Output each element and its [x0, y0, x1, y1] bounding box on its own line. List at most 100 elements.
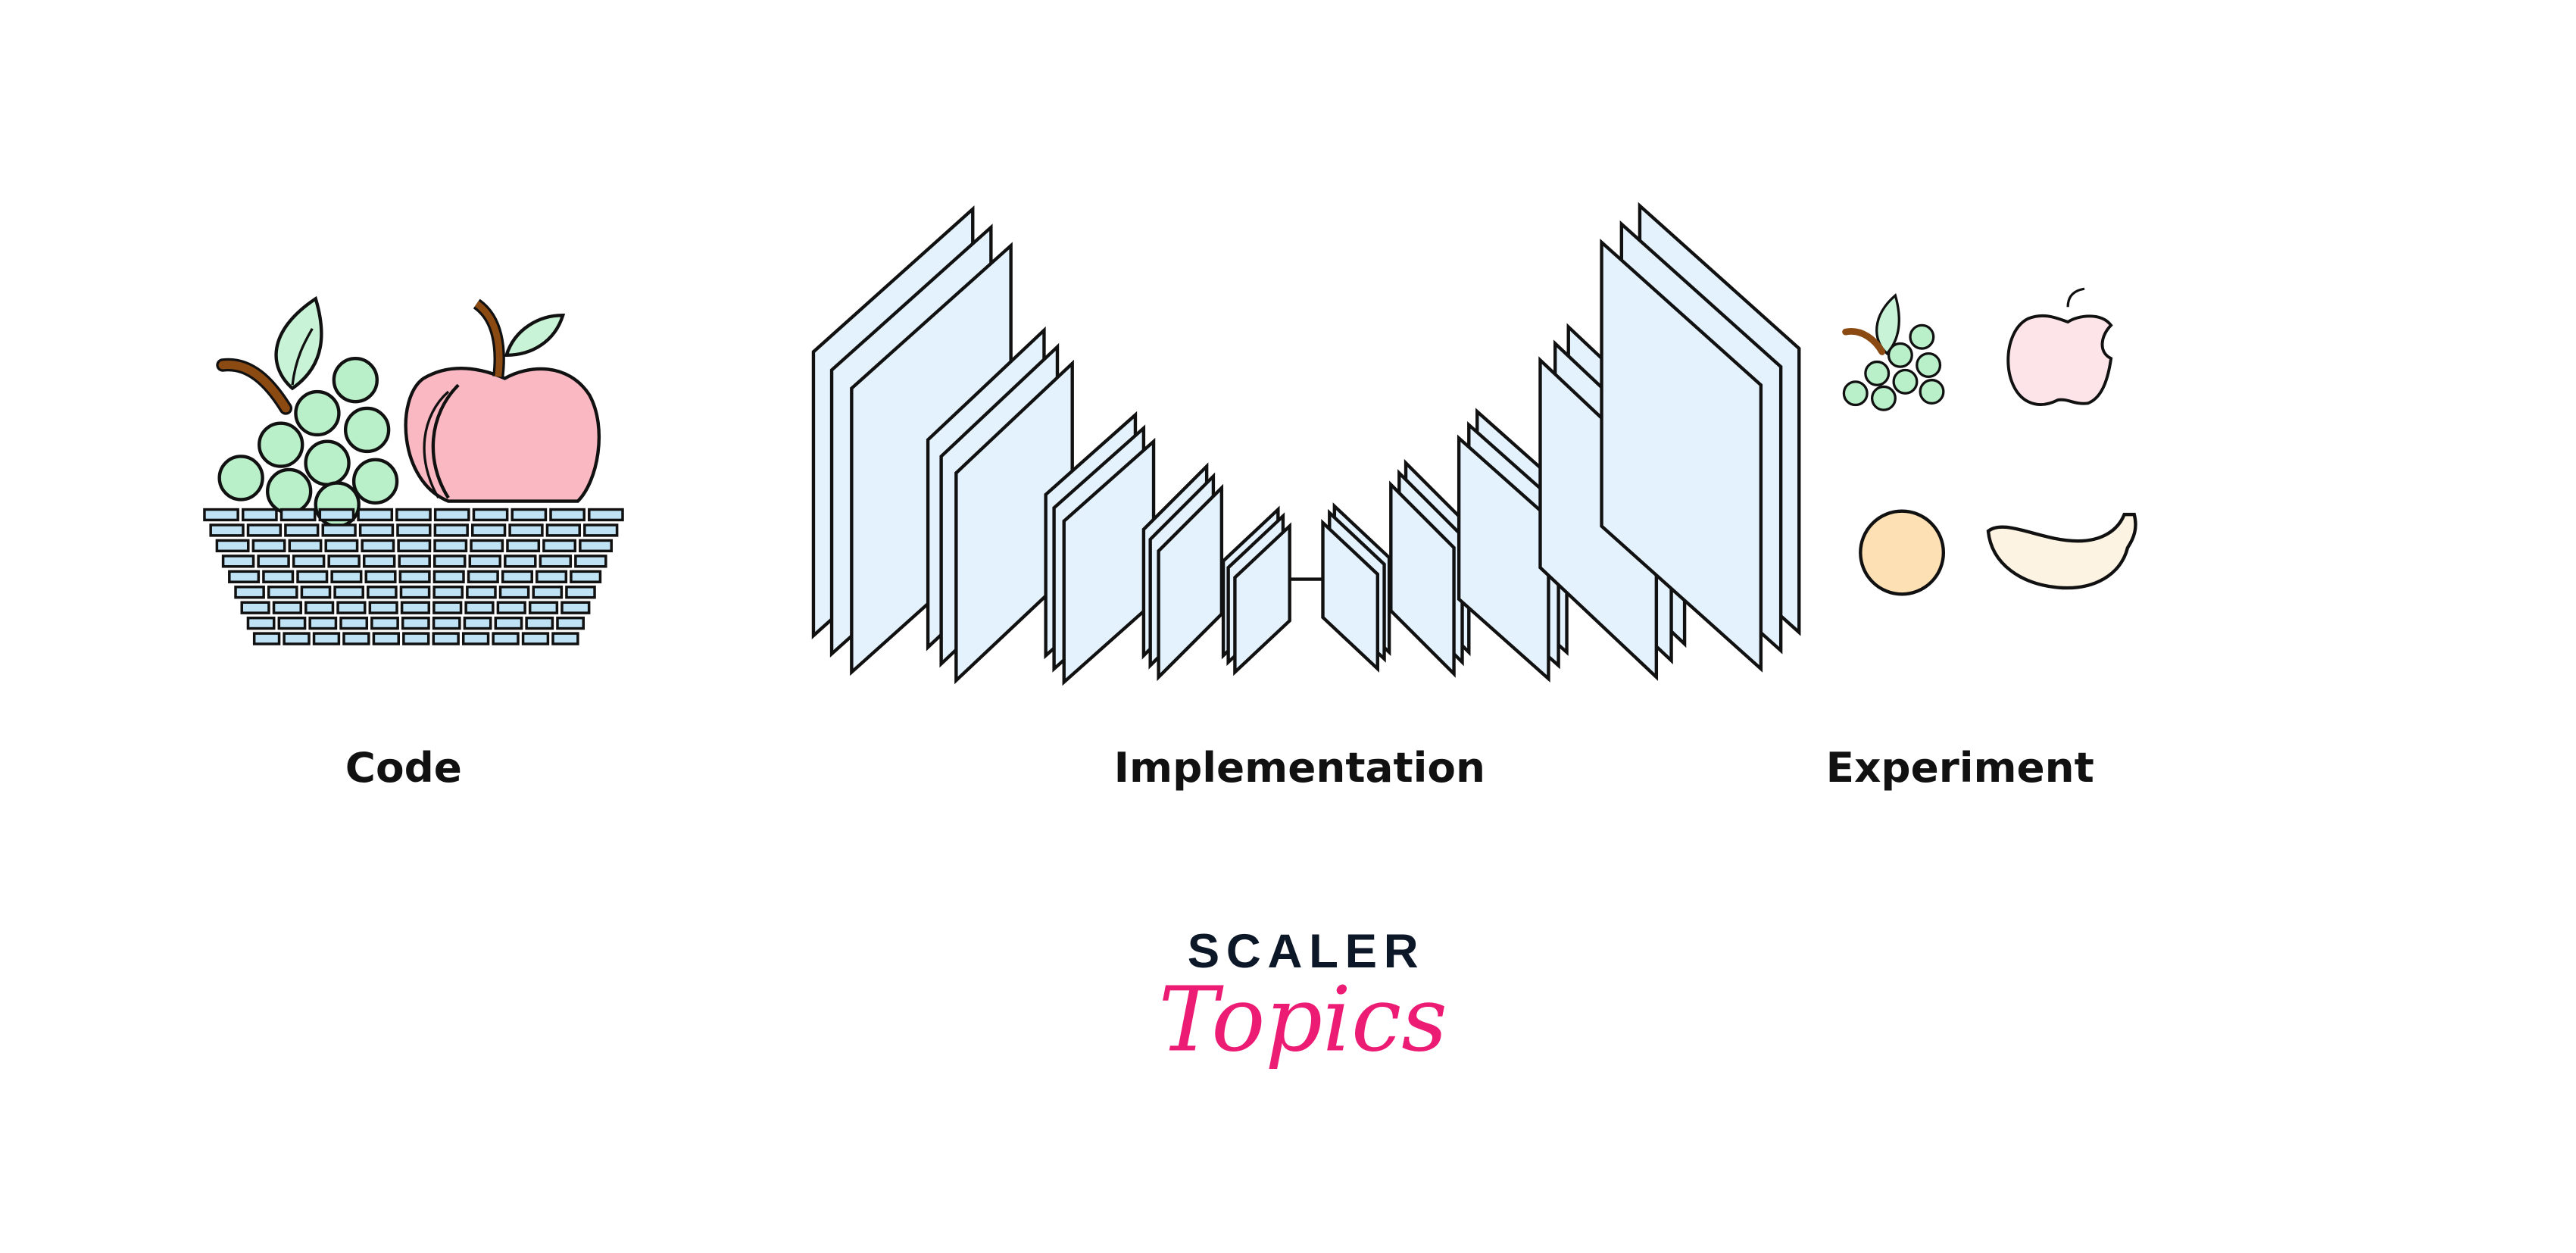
- basket-weave-cell: [432, 586, 464, 599]
- basket-weave-cell: [370, 616, 399, 630]
- basket-weave-cell: [521, 632, 550, 645]
- basket-weave-cell: [330, 570, 363, 583]
- basket-weave-cell: [267, 586, 298, 599]
- basket-weave-cell: [364, 570, 397, 583]
- basket-weave-cell: [498, 586, 530, 599]
- label-code: Code: [345, 743, 462, 792]
- grape: [266, 467, 313, 515]
- encoder-feature-map: [1233, 522, 1291, 676]
- grape: [1909, 323, 1935, 350]
- basket-weave-cell: [336, 601, 367, 614]
- grape: [258, 421, 304, 468]
- basket-weave-cell: [583, 523, 619, 537]
- basket-weave-cell: [367, 586, 398, 599]
- grape: [1864, 360, 1891, 386]
- basket-weave-cell: [402, 632, 430, 645]
- basket-weave-cell: [396, 523, 432, 537]
- decoder-feature-map: [1600, 238, 1763, 673]
- basket-weave-cell: [361, 539, 395, 553]
- basket-weave-cell: [579, 539, 613, 553]
- basket-weave-cell: [246, 616, 276, 630]
- basket-weave-cell: [241, 508, 278, 522]
- basket-weave-cell: [528, 601, 559, 614]
- basket-weave-cell: [432, 632, 460, 645]
- basket-weave-cell: [324, 539, 359, 553]
- experiment-outputs: [1842, 287, 2137, 596]
- basket-weave-cell: [400, 601, 431, 614]
- decoder-feature-map: [1389, 480, 1456, 678]
- basket-weave-cell: [398, 555, 431, 568]
- banana-icon: [1986, 512, 2137, 590]
- basket-weave-cell: [463, 616, 492, 630]
- label-implementation: Implementation: [1114, 743, 1485, 792]
- apple-icon: [404, 298, 601, 503]
- basket-weave-cell: [501, 570, 533, 583]
- basket-icon: [203, 508, 624, 645]
- basket-weave-cell: [468, 555, 502, 568]
- basket-weave-cell: [535, 570, 568, 583]
- basket-weave-cell: [318, 508, 355, 522]
- basket-weave-cell: [588, 508, 624, 522]
- small-apple-icon: [2006, 287, 2113, 407]
- basket-weave-cell: [467, 570, 499, 583]
- basket-weave-cell: [228, 570, 261, 583]
- grape: [1870, 385, 1897, 411]
- decoder-feature-map: [1457, 434, 1550, 683]
- small-grapes-icon: [1842, 293, 1945, 411]
- basket-weave-cell: [556, 616, 585, 630]
- basket-weave-cell: [525, 616, 554, 630]
- basket-weave-cell: [284, 523, 320, 537]
- basket-weave-cell: [492, 632, 520, 645]
- basket-weave-cell: [252, 632, 281, 645]
- basket-weave-cell: [304, 601, 335, 614]
- basket-weave-cell: [472, 508, 509, 522]
- basket-weave-cell: [551, 632, 579, 645]
- basket-weave-cell: [399, 586, 431, 599]
- label-experiment: Experiment: [1826, 743, 2094, 792]
- basket-weave-cell: [432, 616, 461, 630]
- basket-weave-cell: [234, 586, 265, 599]
- basket-weave-cell: [504, 555, 537, 568]
- decoder-feature-map: [1321, 519, 1379, 673]
- basket-weave-cell: [362, 555, 396, 568]
- grape: [1887, 342, 1913, 368]
- basket-weave-cell: [357, 508, 394, 522]
- fruit-basket-illustration: [203, 295, 624, 645]
- basket-weave-cell: [432, 601, 463, 614]
- basket-weave-cell: [279, 508, 317, 522]
- basket-weave-cell: [246, 523, 283, 537]
- basket-weave-cell: [532, 586, 564, 599]
- basket-weave-cell: [327, 555, 361, 568]
- basket-weave-cell: [433, 555, 467, 568]
- encoder-decoder-panels: [811, 202, 1801, 686]
- grape: [217, 455, 264, 502]
- basket-weave-cell: [333, 586, 364, 599]
- basket-weave-cell: [339, 616, 369, 630]
- basket-weave-cell: [539, 555, 573, 568]
- basket-weave-cell: [511, 508, 548, 522]
- basket-weave-cell: [470, 539, 504, 553]
- basket-weave-cell: [283, 632, 311, 645]
- grape: [351, 458, 399, 505]
- basket-weave-cell: [372, 632, 401, 645]
- basket-weave-cell: [496, 601, 526, 614]
- basket-weave-cell: [461, 632, 490, 645]
- basket-weave-cell: [257, 555, 290, 568]
- basket-weave-cell: [292, 555, 326, 568]
- basket-weave-cell: [358, 523, 395, 537]
- scaler-topics-logo: SCALER Topics: [1159, 924, 1447, 1072]
- basket-weave-cell: [433, 508, 470, 522]
- basket-weave-cell: [433, 523, 469, 537]
- grape: [1916, 352, 1942, 378]
- basket-weave-cell: [574, 555, 607, 568]
- grape: [1892, 368, 1919, 395]
- grapes-icon: [216, 295, 399, 528]
- logo-scaler: SCALER: [1188, 924, 1425, 978]
- basket-weave-cell: [288, 539, 323, 553]
- basket-weave-cell: [401, 616, 430, 630]
- grape: [294, 389, 341, 437]
- basket-weave-cell: [277, 616, 307, 630]
- basket-weave-cell: [308, 616, 338, 630]
- basket-weave-cell: [565, 586, 596, 599]
